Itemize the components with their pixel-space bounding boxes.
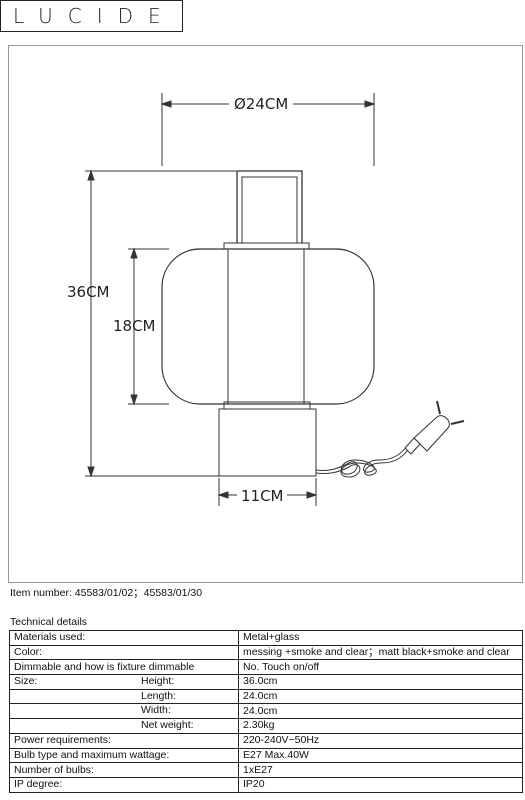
spec-sublabel: Length: bbox=[141, 689, 177, 702]
spec-value: messing +smoke and clear；matt black+smok… bbox=[238, 644, 523, 661]
spec-label: Color: bbox=[14, 646, 43, 659]
spec-label: Materials used: bbox=[14, 631, 86, 644]
spec-value: No. Touch on/off bbox=[238, 659, 523, 676]
spec-label-cell: Dimmable and how is fixture dimmable bbox=[9, 659, 239, 676]
spec-value: 24.0cm bbox=[238, 703, 523, 720]
height-dimension: 36CM bbox=[67, 283, 110, 301]
base-width-dimension: 11CM bbox=[241, 487, 284, 505]
spec-label-cell: Size: Height: bbox=[9, 674, 239, 690]
spec-row: IP degree: IP20 bbox=[9, 776, 523, 793]
spec-row: Color: messing +smoke and clear；matt blac… bbox=[9, 644, 523, 661]
spec-value: 2.30kg bbox=[238, 718, 523, 734]
width-dimension: Ø24CM bbox=[234, 95, 288, 113]
lamp-drawing-svg: Ø24CM 36CM 18CM 11CM bbox=[67, 93, 465, 506]
technical-drawing: Ø24CM 36CM 18CM 11CM bbox=[8, 45, 523, 583]
spec-value: 220-240V~50Hz bbox=[238, 732, 523, 749]
spec-label-cell: Number of bulbs: bbox=[9, 762, 239, 778]
spec-sublabel: Height: bbox=[141, 675, 175, 688]
spec-label-cell: Length: bbox=[9, 688, 239, 705]
spec-value: IP20 bbox=[238, 776, 523, 793]
spec-label: Power requirements: bbox=[14, 734, 111, 747]
item-number: Item number: 45583/01/02；45583/01/30 bbox=[10, 587, 203, 599]
spec-row: Width: 24.0cm bbox=[9, 703, 523, 720]
spec-value: 36.0cm bbox=[238, 674, 523, 690]
spec-row: Number of bulbs: 1xE27 bbox=[9, 762, 523, 778]
spec-label-cell: Color: bbox=[9, 644, 239, 661]
spec-value: E27 Max.40W bbox=[238, 747, 523, 764]
shade-height-dimension: 18CM bbox=[113, 317, 156, 335]
spec-row: Size: Height: 36.0cm bbox=[9, 674, 523, 690]
spec-sublabel: Net weight: bbox=[141, 719, 194, 732]
spec-label-cell: Net weight: bbox=[9, 718, 239, 734]
spec-label: Dimmable and how is fixture dimmable bbox=[14, 660, 195, 673]
spec-value: Metal+glass bbox=[238, 630, 523, 646]
spec-value: 24.0cm bbox=[238, 688, 523, 705]
spec-sublabel: Width: bbox=[141, 704, 171, 717]
spec-row: Materials used: Metal+glass bbox=[9, 630, 523, 646]
spec-row: Dimmable and how is fixture dimmable No. … bbox=[9, 659, 523, 676]
logo-text: LUCIDE bbox=[13, 4, 176, 28]
spec-label-cell: Materials used: bbox=[9, 630, 239, 646]
spec-row: Power requirements: 220-240V~50Hz bbox=[9, 732, 523, 749]
spec-label-cell: Power requirements: bbox=[9, 732, 239, 749]
spec-label: Bulb type and maximum wattage: bbox=[14, 748, 170, 761]
spec-label: IP degree: bbox=[14, 778, 63, 791]
spec-row: Length: 24.0cm bbox=[9, 688, 523, 705]
spec-row: Bulb type and maximum wattage: E27 Max.40… bbox=[9, 747, 523, 764]
technical-details-title: Technical details bbox=[10, 616, 88, 628]
brand-logo: LUCIDE bbox=[0, 0, 183, 32]
spec-label-cell: Bulb type and maximum wattage: bbox=[9, 747, 239, 764]
spec-label: Number of bulbs: bbox=[14, 763, 94, 776]
spec-row: Net weight: 2.30kg bbox=[9, 718, 523, 734]
spec-value: 1xE27 bbox=[238, 762, 523, 778]
spec-label: Size: bbox=[14, 675, 38, 688]
spec-label-cell: IP degree: bbox=[9, 776, 239, 793]
spec-label-cell: Width: bbox=[9, 703, 239, 720]
